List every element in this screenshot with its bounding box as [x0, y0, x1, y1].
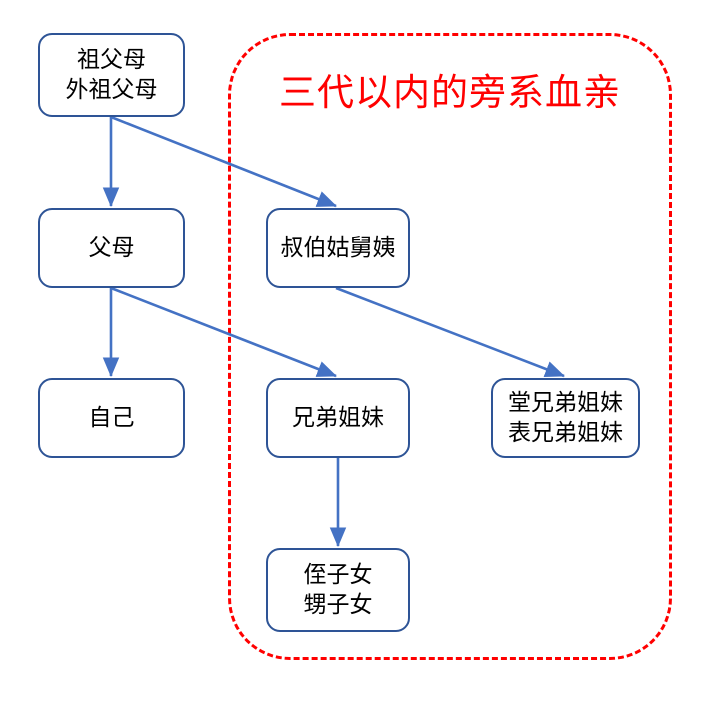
collateral-relatives-region — [228, 33, 672, 660]
edge-parents-to-siblings — [110, 286, 337, 378]
node-uncles-aunts[interactable]: 叔伯姑舅姨 — [266, 208, 410, 288]
region-title-label: 三代以内的旁系血亲 — [279, 71, 621, 114]
node-nephews-nieces[interactable]: 侄子女 甥子女 — [266, 548, 410, 632]
node-self[interactable]: 自己 — [38, 378, 185, 458]
node-parents[interactable]: 父母 — [38, 208, 185, 288]
node-siblings[interactable]: 兄弟姐妹 — [266, 378, 410, 458]
edge-uncles-aunts-to-cousins — [335, 286, 565, 378]
node-cousins[interactable]: 堂兄弟姐妹 表兄弟姐妹 — [491, 378, 640, 458]
edge-grandparents-to-uncles-aunts — [110, 115, 337, 208]
node-grandparents[interactable]: 祖父母 外祖父母 — [38, 33, 185, 117]
